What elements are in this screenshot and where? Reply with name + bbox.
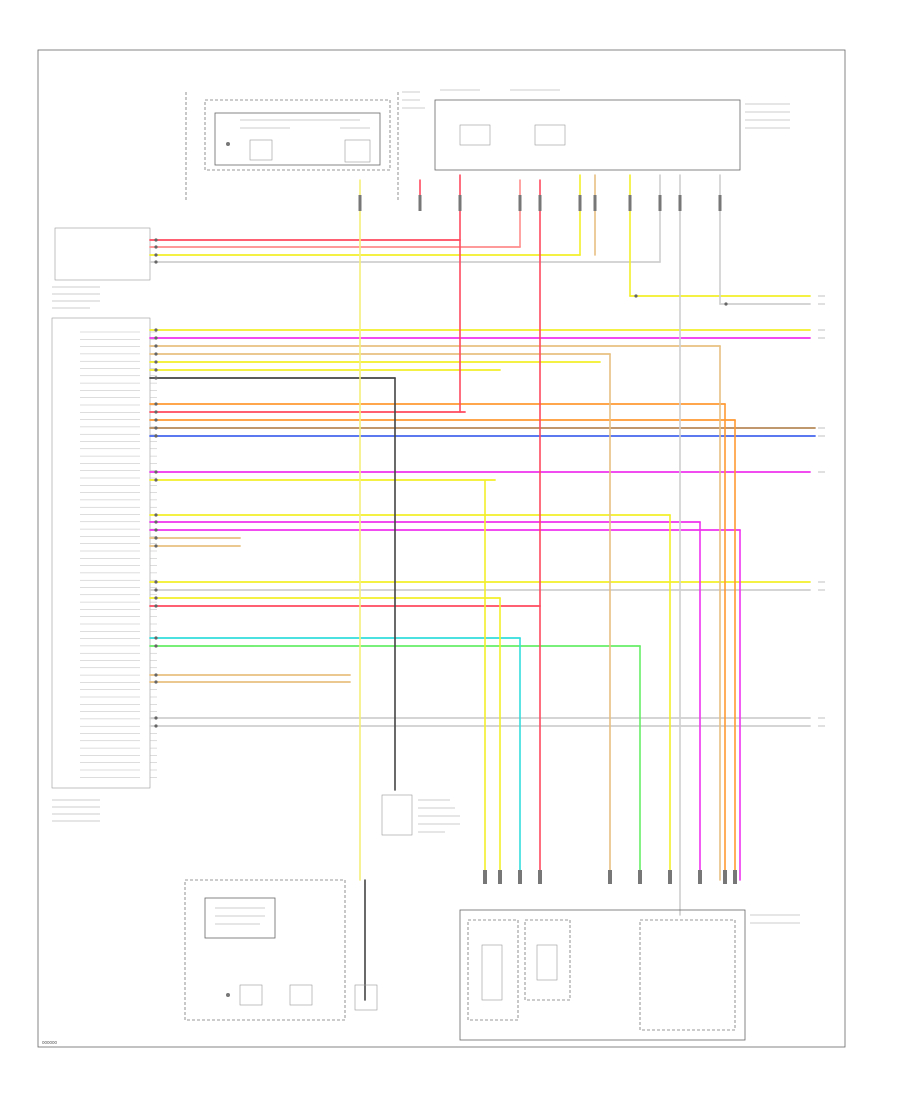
vehicle-speed-sensor bbox=[381, 794, 413, 836]
wire-terminal bbox=[154, 588, 158, 592]
wire-terminal bbox=[154, 604, 158, 608]
connector-tick bbox=[518, 870, 522, 884]
wire-terminal bbox=[154, 644, 158, 648]
wire-terminal bbox=[154, 410, 158, 414]
connector-tick bbox=[418, 195, 422, 211]
connector-tick bbox=[723, 870, 727, 884]
cluster-element bbox=[239, 984, 263, 1006]
connector-tick bbox=[658, 195, 662, 211]
instrument-cluster-box bbox=[184, 879, 346, 1021]
connector-tick bbox=[733, 870, 737, 884]
wire-terminal bbox=[634, 294, 638, 298]
connector-tick bbox=[608, 870, 612, 884]
connector-tick bbox=[538, 195, 542, 211]
connector-tick bbox=[578, 195, 582, 211]
wire-terminal bbox=[154, 376, 158, 380]
connector-tick bbox=[538, 870, 542, 884]
connector-pin bbox=[226, 142, 230, 146]
wire-terminal bbox=[154, 716, 158, 720]
wire-terminal bbox=[154, 528, 158, 532]
wire-terminal bbox=[154, 402, 158, 406]
wire-terminal bbox=[154, 245, 158, 249]
connector-tick bbox=[498, 870, 502, 884]
wire-terminal bbox=[154, 513, 158, 517]
automatic-transmission-box bbox=[459, 909, 746, 1041]
vertical-wires bbox=[358, 174, 741, 1001]
connector-tick bbox=[718, 195, 722, 211]
wire-terminal bbox=[154, 673, 158, 677]
ecm-connector-box bbox=[54, 227, 151, 281]
connector-tick bbox=[638, 870, 642, 884]
wire-terminal bbox=[154, 724, 158, 728]
connector-tick bbox=[458, 195, 462, 211]
solenoid-box bbox=[524, 919, 571, 1001]
wire-terminal bbox=[154, 680, 158, 684]
wire-terminal bbox=[154, 434, 158, 438]
diagram-frame bbox=[37, 49, 846, 1048]
wires bbox=[149, 238, 816, 728]
wire-terminal bbox=[724, 302, 728, 306]
cluster-display-box bbox=[204, 897, 276, 939]
wire-terminal bbox=[154, 580, 158, 584]
switch-element bbox=[344, 139, 371, 163]
connector-tick bbox=[668, 870, 672, 884]
wire-terminal bbox=[154, 360, 158, 364]
connector-pin bbox=[226, 993, 230, 997]
wire-terminal bbox=[154, 238, 158, 242]
fuse-element bbox=[534, 124, 566, 146]
wire-terminal bbox=[154, 352, 158, 356]
cruise-switch-box bbox=[214, 112, 381, 166]
wire-end-markers bbox=[818, 295, 825, 727]
wire-terminal bbox=[154, 520, 158, 524]
connector-tick bbox=[678, 195, 682, 211]
wire-terminal bbox=[154, 478, 158, 482]
footer-code: 000000 bbox=[42, 1040, 58, 1045]
wire-terminal bbox=[154, 336, 158, 340]
connector-tick bbox=[698, 870, 702, 884]
wire-terminal bbox=[154, 418, 158, 422]
wire-terminal bbox=[154, 253, 158, 257]
wire-terminal bbox=[154, 328, 158, 332]
connector-tick bbox=[593, 195, 597, 211]
pressure-switch-box bbox=[467, 919, 519, 1021]
wire-terminal bbox=[154, 260, 158, 264]
tcm-pin-labels bbox=[80, 331, 157, 778]
cluster-element bbox=[289, 984, 313, 1006]
wire-terminal bbox=[154, 596, 158, 600]
wire-terminal bbox=[154, 426, 158, 430]
cruise-control-module-box bbox=[204, 99, 391, 171]
wire-terminal bbox=[154, 368, 158, 372]
wire-terminal bbox=[154, 544, 158, 548]
wire-terminal bbox=[154, 536, 158, 540]
wire-terminal bbox=[154, 344, 158, 348]
connector-tick bbox=[628, 195, 632, 211]
tcm-connector-box bbox=[51, 317, 151, 789]
connector-tick bbox=[518, 195, 522, 211]
sensor-element bbox=[481, 944, 503, 1001]
cluster-element bbox=[354, 984, 378, 1011]
connector-tick bbox=[358, 195, 362, 211]
connector-tick bbox=[483, 870, 487, 884]
underhood-fuse-relay-box bbox=[434, 99, 741, 171]
fuse-element bbox=[459, 124, 491, 146]
solenoid-coil bbox=[536, 944, 558, 981]
wire-terminal bbox=[154, 636, 158, 640]
shift-solenoid-box bbox=[639, 919, 736, 1031]
wire-terminal bbox=[154, 470, 158, 474]
switch-element bbox=[249, 139, 273, 161]
